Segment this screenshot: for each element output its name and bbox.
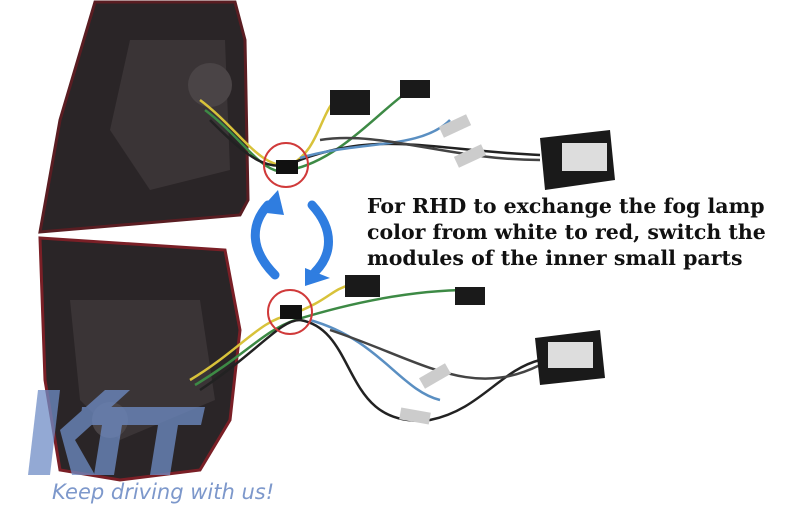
top-connector-highlight xyxy=(263,142,309,188)
caption-line: modules of the inner small parts xyxy=(367,246,743,270)
instruction-caption: For RHD to exchange the fog lamp color f… xyxy=(367,193,797,271)
bottom-wiring xyxy=(189,283,541,422)
watermark-slogan: Keep driving with us! xyxy=(52,480,275,504)
caption-line: For RHD to exchange the fog lamp xyxy=(367,194,765,218)
swap-arrows-icon xyxy=(250,200,333,280)
top-fog-module xyxy=(540,130,615,190)
ktt-logo xyxy=(28,390,205,475)
bottom-connector-highlight xyxy=(267,289,313,335)
caption-line: color from white to red, switch the xyxy=(367,220,766,244)
bottom-fog-module xyxy=(535,330,605,385)
